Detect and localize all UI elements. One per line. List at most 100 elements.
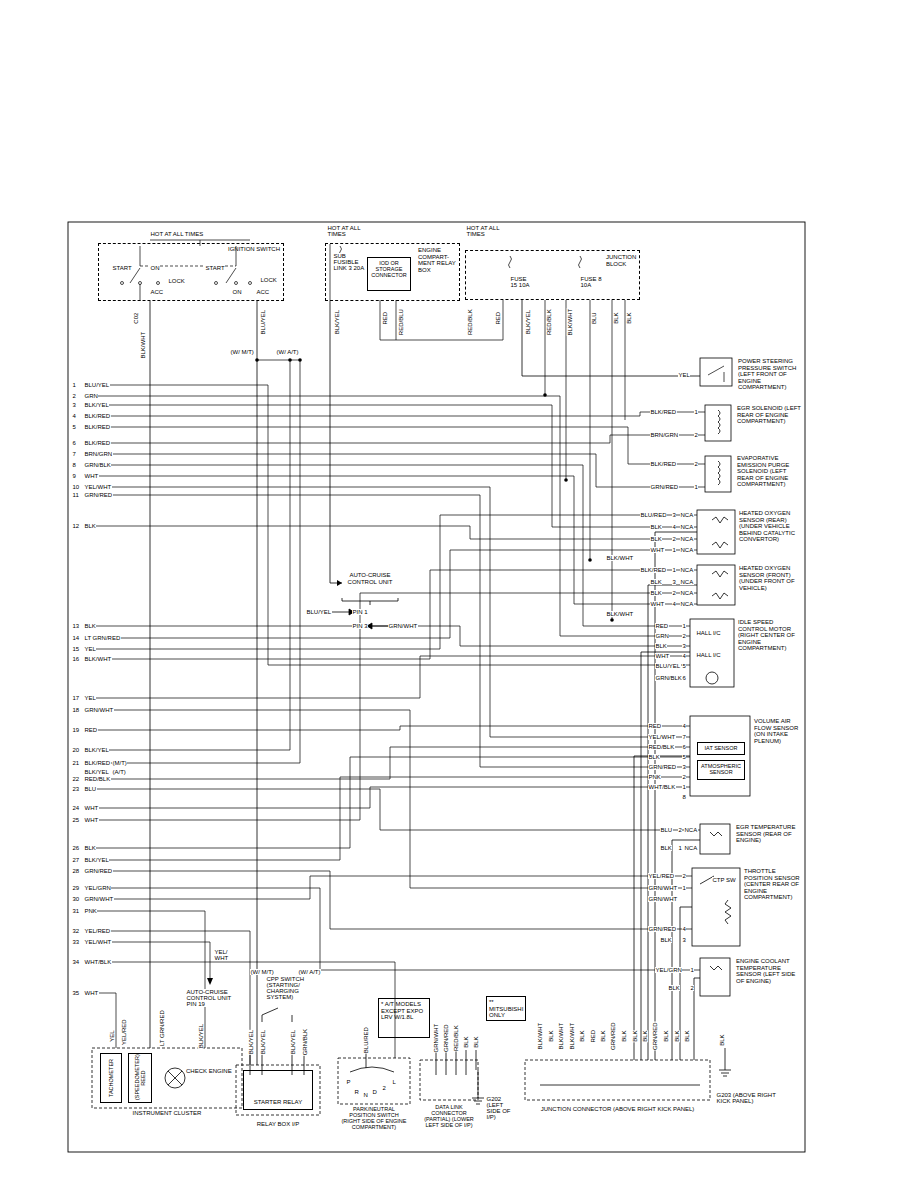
wire-label: 4 [682,723,686,729]
wire-label: BLK/YEL [524,309,530,334]
wire-label: PNK [84,908,97,914]
wire-label: CPP SWITCH (STARTING/ CHARGING SYSTEM) [266,976,315,1001]
component-label: POWER STEERING PRESSURE SWITCH (LEFT FRO… [738,358,803,391]
wire-label: WHT [84,817,99,823]
component-label: AUTO-CRUISE CONTROL UNIT [344,572,396,585]
wire-label: YEL/ WHT [214,949,231,962]
component-box: IOD OR STORAGE CONNECTOR [367,257,411,291]
wire-label: BLK [548,1030,554,1042]
component-symbol [690,716,750,796]
wire-label: GRN/RED [652,1022,658,1051]
wire-label: 9 [72,473,76,479]
wire-connector [694,978,700,1060]
wire-label: FUSE 8 10A [580,276,605,289]
wire-label: RED/BLK [546,309,552,336]
component-symbol [706,672,718,684]
wire-label: 22 [72,776,80,782]
component-box: STARTER RELAY [243,1070,313,1110]
wire-label: BLK/WHT [84,656,112,662]
component-symbol [700,958,730,996]
wire-label: GRN/WHT [433,1023,439,1053]
wire-label: GRN/BLK [84,462,111,468]
component-label: ATMOSPHERIC SENSOR [700,763,742,775]
wire-label: 1 [72,382,76,388]
component-box: IAT SENSOR [697,742,745,755]
wire-label: G203 (ABOVE RIGHT KICK PANEL) [716,1092,787,1105]
wire-label: 13 [72,623,80,629]
component-box: ATMOSPHERIC SENSOR [697,760,745,780]
wire-label: 8 [72,462,76,468]
wire-label: 16 [72,656,80,662]
component-symbol [342,598,398,605]
wire-label: BLK/WHT [606,611,634,617]
wire-label: YEL [84,646,96,652]
connector-housing [525,1060,710,1100]
wire-label: GRN/RED [84,492,113,498]
wire-label: 2 [682,873,686,879]
connector-arrowhead [337,580,342,586]
wire-label: 3 [672,579,676,585]
wire [84,550,697,638]
wire-label: HOT AT ALL TIMES [327,225,368,238]
wire-label: BLK/YEL [289,1029,295,1054]
switch-symbol [249,282,252,285]
switch-symbol [545,300,625,620]
wire [84,911,205,1048]
component-label: IGNITION SWITCH [101,246,280,253]
component-label: RELAY BOX I/P [238,1121,318,1128]
wire-label: 1 [694,409,698,415]
wire-label: GRN/WHT [648,885,678,891]
wire-label: WHT [650,547,665,553]
component-label: INSTRUMENT CLUSTER [94,1110,240,1117]
switch-symbol [330,244,331,301]
wire-label: START [112,265,132,271]
wire-label: YEL/WHT [84,484,112,490]
wire-label: BLK [579,1030,585,1042]
component-box: DATA LINK CONNECTOR (PARTIAL) (LOWER LEF… [416,1058,482,1148]
wire-label: RED/BLK [648,744,675,750]
wire-label: BLK [84,623,96,629]
wire-label: BLK [463,1036,469,1048]
wire-label: 34 [72,959,80,965]
wire-label: C02 [133,312,139,324]
wire [84,396,690,636]
wire-label: BLK [660,845,672,851]
wire-label: (A/T) [112,769,126,775]
component-box: EGR SOLENOID (LEFT REAR OF ENGINE COMPAR… [705,403,805,445]
wire-label: BLK/RED [640,567,667,573]
component-box: (SPEEDOMETER) REED [128,1053,152,1103]
wire-label: P [346,1079,351,1085]
wire-connector [680,907,692,1060]
wire-label: BLK/YEL [259,1029,265,1054]
ground-symbol [540,1085,700,1086]
wire-label: BLK/RED [84,440,111,446]
wire-label: GRN/WHT [388,623,418,629]
wire-label: BLK/WHT [567,308,573,336]
wire-label: BRN/GRN [650,432,679,438]
wire-label: WHT [650,601,665,607]
wire-label: 2 [672,536,676,542]
wire-label: NCA [684,845,698,851]
wire-label: HALL I/C [696,630,721,636]
wire-label: ACC [150,289,164,295]
wire-label: NCA [680,579,694,585]
component-label: (SPEEDOMETER) REED [134,1056,146,1100]
connector-housing [420,1060,478,1100]
wire-label: ON [232,289,242,295]
splice-dot [288,358,292,362]
component-label: ** MITSUBISHI ONLY [489,999,523,1019]
wire-label: NCA [680,512,694,518]
component-label: THROTTLE POSITION SENSOR (CENTER REAR OF… [744,868,803,901]
wire-arrowhead [207,978,213,985]
component-symbol [710,832,722,836]
component-label: ENGINE COOLANT TEMPERATURE SENSOR (LEFT … [736,958,803,984]
wire-label: 5 [682,663,686,669]
wire-label: BLK [600,1030,606,1042]
component-symbol [700,358,732,386]
wire-label: BLK/RED [84,424,111,430]
wire-label: PIN 1 [352,609,368,615]
wire-label: 23 [72,786,80,792]
wire [84,526,697,539]
